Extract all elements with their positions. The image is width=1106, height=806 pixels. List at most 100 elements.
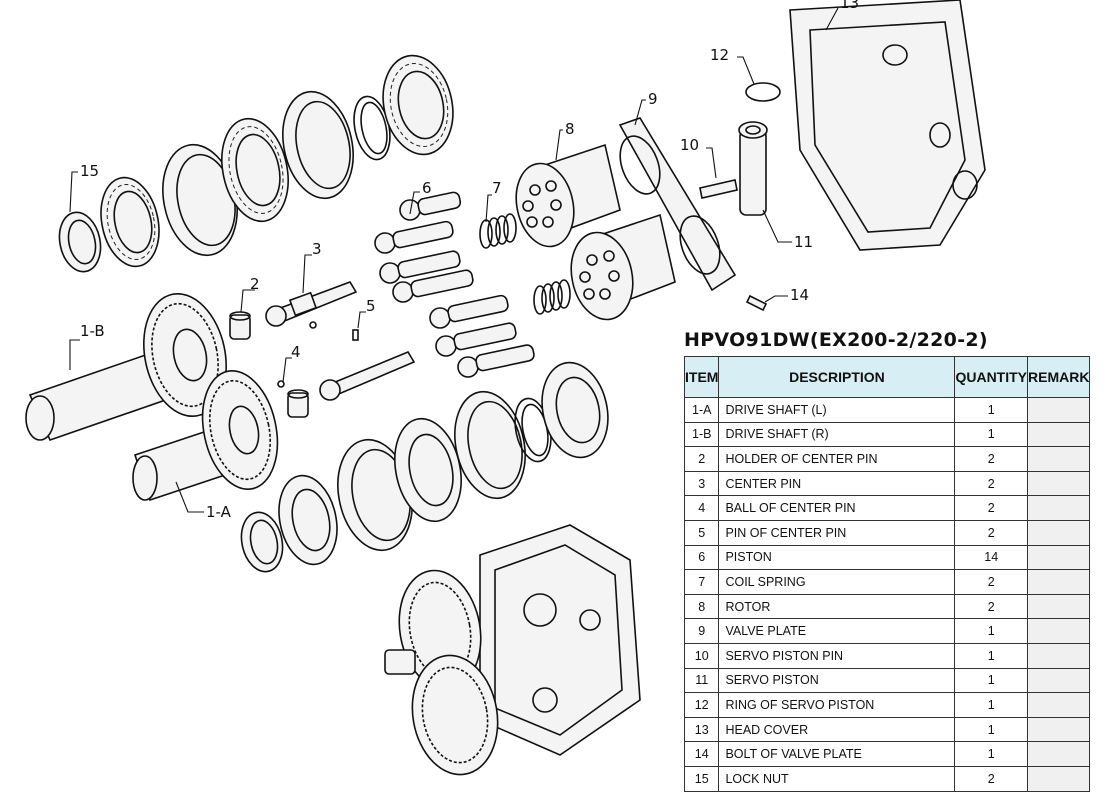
bearing-upper-2 xyxy=(221,117,289,223)
callout-5: 5 xyxy=(366,297,376,315)
callout-8: 8 xyxy=(565,120,575,138)
cell-remark xyxy=(1027,446,1091,472)
callout-14: 14 xyxy=(790,286,809,304)
leader-lines xyxy=(69,7,839,513)
header-remark: REMARK xyxy=(1027,356,1091,398)
pistons-lower xyxy=(429,294,535,378)
cell-quantity: 1 xyxy=(954,716,1029,743)
callout-2: 2 xyxy=(250,275,260,293)
cell-description: RING OF SERVO PISTON xyxy=(718,692,956,718)
bearing-lower-1 xyxy=(278,474,338,566)
cell-description: LOCK NUT xyxy=(718,765,956,792)
rotor-lower xyxy=(570,213,676,321)
cell-item: 12 xyxy=(683,692,720,718)
servo-piston xyxy=(738,121,768,216)
cell-description: SERVO PISTON PIN xyxy=(718,642,956,669)
bearing-upper-1 xyxy=(100,176,160,268)
cell-remark xyxy=(1027,421,1091,448)
cell-quantity: 2 xyxy=(954,593,1029,620)
drive-shaft-r xyxy=(25,292,227,441)
callout-1-b: 1-B xyxy=(80,322,105,340)
cell-quantity: 1 xyxy=(954,692,1029,718)
valve-plate xyxy=(618,117,737,292)
cell-remark xyxy=(1027,544,1091,571)
cell-remark xyxy=(1027,667,1091,694)
drive-shaft-l xyxy=(132,370,279,502)
cell-description: VALVE PLATE xyxy=(718,618,956,644)
cell-item: 7 xyxy=(683,569,720,595)
cell-quantity: 2 xyxy=(954,519,1029,546)
cell-remark xyxy=(1027,569,1091,595)
callout-9: 9 xyxy=(648,90,658,108)
cell-description: BOLT OF VALVE PLATE xyxy=(718,741,956,767)
cell-quantity: 1 xyxy=(954,421,1029,448)
ball-of-center-pin-upper xyxy=(309,321,317,329)
cell-quantity: 2 xyxy=(954,446,1029,472)
ring-of-servo-piston xyxy=(745,82,781,102)
cell-description: BALL OF CENTER PIN xyxy=(718,495,956,521)
cell-description: SERVO PISTON xyxy=(718,667,956,694)
cell-quantity: 1 xyxy=(954,397,1029,423)
bearing-lower-3 xyxy=(541,361,609,459)
cell-quantity: 2 xyxy=(954,495,1029,521)
cell-quantity: 1 xyxy=(954,642,1029,669)
table-header-row: ITEM DESCRIPTION QUANTITY REMARK xyxy=(683,356,1091,398)
cell-description: HEAD COVER xyxy=(718,716,956,743)
cell-remark xyxy=(1027,618,1091,644)
cell-item: 8 xyxy=(683,593,720,620)
holder-of-center-pin-upper xyxy=(229,311,251,340)
callout-15: 15 xyxy=(80,162,99,180)
bolt-of-valve-plate xyxy=(745,294,768,312)
center-pin-upper xyxy=(265,281,358,327)
callout-7: 7 xyxy=(492,179,502,197)
pin-of-center-pin xyxy=(352,329,359,341)
callout-10: 10 xyxy=(680,136,699,154)
cell-description: COIL SPRING xyxy=(718,569,956,595)
callout-labels: 15 2 3 1-B 4 5 6 7 8 9 10 11 12 13 14 1-… xyxy=(80,0,859,521)
cell-item: 5 xyxy=(683,519,720,546)
cell-item: 9 xyxy=(683,618,720,644)
cell-quantity: 2 xyxy=(954,470,1029,497)
cell-remark xyxy=(1027,397,1091,423)
header-quantity: QUANTITY xyxy=(954,356,1029,398)
ring-upper-2 xyxy=(282,90,354,200)
cell-item: 6 xyxy=(683,544,720,571)
lock-nut-lower xyxy=(240,511,284,573)
center-pin-lower xyxy=(319,350,416,401)
holder-of-center-pin-lower xyxy=(287,389,309,418)
cell-remark xyxy=(1027,716,1091,743)
rotor-upper xyxy=(515,143,621,248)
cell-item: 3 xyxy=(683,470,720,497)
cell-remark xyxy=(1027,593,1091,620)
ball-of-center-pin-lower xyxy=(277,380,285,388)
ring-lower-2 xyxy=(454,390,526,500)
callout-12: 12 xyxy=(710,46,729,64)
cell-description: PIN OF CENTER PIN xyxy=(718,519,956,546)
cell-description: PISTON xyxy=(718,544,956,571)
callout-11: 11 xyxy=(794,233,813,251)
pistons-upper xyxy=(374,191,474,303)
lock-nut-upper xyxy=(58,211,102,273)
cell-remark xyxy=(1027,519,1091,546)
cell-item: 15 xyxy=(683,765,720,792)
cell-description: DRIVE SHAFT (R) xyxy=(718,421,956,448)
cell-quantity: 2 xyxy=(954,765,1029,792)
cell-item: 14 xyxy=(683,741,720,767)
callout-13: 13 xyxy=(840,0,859,12)
cell-description: ROTOR xyxy=(718,593,956,620)
header-item: ITEM xyxy=(683,356,720,398)
ring-lower-1 xyxy=(337,438,413,552)
